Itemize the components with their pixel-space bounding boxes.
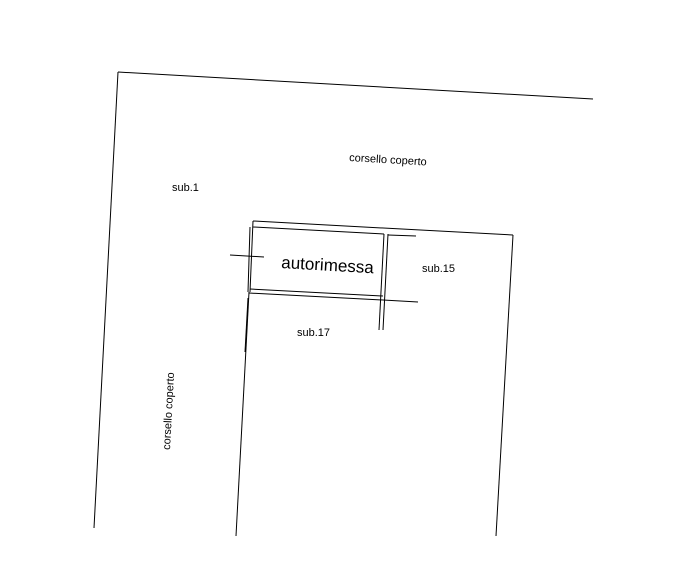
inner-wall-top-inner	[252, 226, 385, 235]
inner-wall-left-lower	[235, 291, 250, 537]
label-sub15: sub.15	[422, 263, 455, 275]
inner-wall-right	[495, 234, 514, 537]
inner-wall-top-outer	[252, 220, 514, 236]
label-corsello-coperto-top: corsello coperto	[349, 152, 427, 168]
autorimessa-wall-right-b	[382, 233, 389, 331]
outer-wall-left	[93, 71, 119, 529]
door-marker-left	[229, 254, 265, 258]
inner-wall-left-upper-b	[247, 226, 251, 293]
label-sub17: sub.17	[297, 327, 330, 339]
autorimessa-wall-right-a	[378, 233, 385, 331]
label-autorimessa: autorimessa	[281, 253, 375, 277]
sub15-wall-top	[387, 234, 417, 237]
inner-wall-left-lower-stub	[244, 297, 249, 353]
label-sub1: sub.1	[172, 182, 199, 194]
door-marker-right	[382, 299, 419, 303]
autorimessa-wall-bottom-a	[249, 288, 384, 297]
label-corsello-coperto-left: corsello coperto	[161, 372, 177, 450]
autorimessa-wall-bottom-b	[248, 292, 384, 301]
outer-wall-top	[117, 71, 594, 100]
